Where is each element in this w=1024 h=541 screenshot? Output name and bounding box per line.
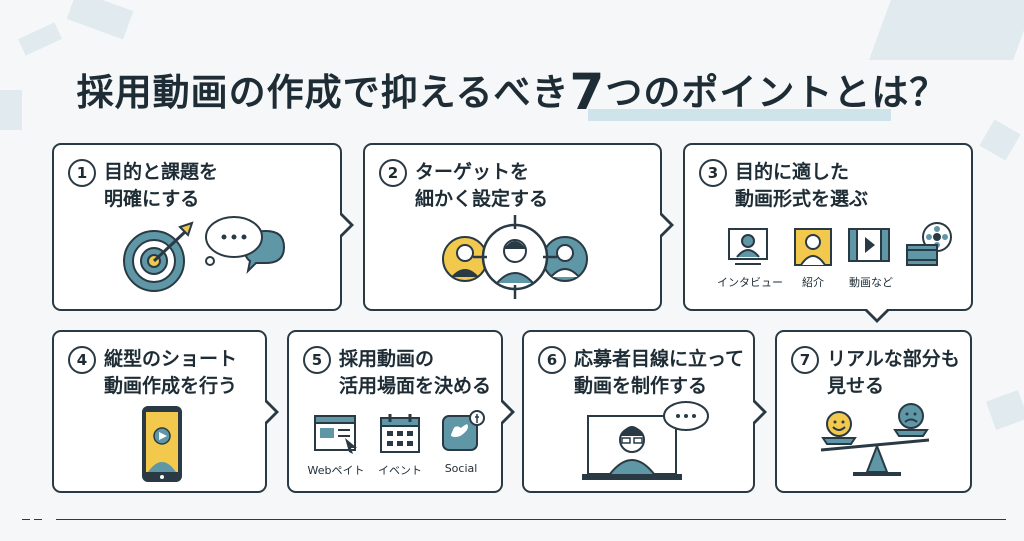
- decor-shape: [18, 22, 62, 56]
- social-icon: [442, 410, 485, 451]
- arrow-right: [660, 213, 674, 237]
- target-people-icon: [442, 215, 588, 299]
- point-number: 6: [538, 346, 566, 374]
- arrow-right: [501, 400, 515, 424]
- point-head: 4 縦型のショート 動画作成を行う: [68, 346, 237, 400]
- webpage-icon: [314, 415, 357, 454]
- point-card-1: 1 目的と課題を 明確にする: [52, 143, 342, 311]
- decor-shape: [985, 390, 1024, 430]
- decor-shape: [869, 0, 1024, 60]
- point-number: 1: [68, 159, 96, 187]
- calendar-icon: [380, 414, 420, 453]
- point-title: 目的に適した 動画形式を選ぶ: [735, 161, 869, 210]
- point-card-3: 3 目的に適した 動画形式を選ぶ インタビュー 紹介 動画など: [683, 143, 973, 311]
- arrow-right: [340, 213, 354, 237]
- title-wrap: 採用動画の作成で抑えるべき7つのポイントとは？: [0, 62, 1024, 121]
- point-card-4: 4 縦型のショート 動画作成を行う: [52, 330, 267, 493]
- decor-shape: [979, 119, 1021, 161]
- footer-line: [56, 519, 1006, 520]
- point-number: 5: [303, 346, 331, 374]
- point-head: 6 応募者目線に立って 動画を制作する: [538, 346, 744, 400]
- title-number: 7: [569, 63, 606, 121]
- video-player-icon: [848, 228, 890, 262]
- point-title: 目的と課題を 明確にする: [104, 161, 219, 210]
- format-label: 動画など: [849, 276, 893, 289]
- title-main: 採用動画の作成で抑えるべき: [76, 71, 570, 114]
- interview-icon: [728, 228, 768, 265]
- channel-label: Webペイト: [307, 464, 365, 477]
- decor-shape: [0, 90, 22, 130]
- point-card-7: 7 リアルな部分も 見せる: [775, 330, 972, 493]
- arrow-right: [753, 400, 767, 424]
- footer-dash: [22, 519, 30, 520]
- balance-scale-icon: [820, 403, 930, 476]
- point-title: ターゲットを 細かく設定する: [415, 161, 549, 210]
- target-icon: [123, 221, 194, 292]
- chat-bubbles-icon: [205, 216, 286, 275]
- format-label: 紹介: [802, 276, 824, 289]
- point-head: 2 ターゲットを 細かく設定する: [379, 159, 548, 213]
- point-title: 縦型のショート 動画作成を行う: [104, 348, 238, 397]
- point-card-6: 6 応募者目線に立って 動画を制作する: [522, 330, 755, 493]
- point-head: 7 リアルな部分も 見せる: [791, 346, 960, 400]
- footer-dash: [34, 519, 42, 520]
- point-title: リアルな部分も 見せる: [827, 348, 960, 397]
- format-label: インタビュー: [717, 276, 783, 289]
- point-head: 1 目的と課題を 明確にする: [68, 159, 218, 213]
- point-head: 5 採用動画の 活用場面を決める: [303, 346, 491, 400]
- channel-label: イベント: [378, 464, 422, 477]
- point-title: 採用動画の 活用場面を決める: [339, 348, 492, 397]
- title-rest: つのポイントとは？: [605, 71, 948, 114]
- viewer-monitor-icon: [582, 401, 709, 480]
- introduction-icon: [794, 228, 832, 266]
- point-head: 3 目的に適した 動画形式を選ぶ: [699, 159, 868, 213]
- point-number: 3: [699, 159, 727, 187]
- point-number: 2: [379, 159, 407, 187]
- arrow-down: [865, 309, 889, 323]
- point-card-5: 5 採用動画の 活用場面を決める Webペイト イベント Social: [287, 330, 503, 493]
- point-title: 応募者目線に立って 動画を制作する: [574, 348, 745, 397]
- point-number: 4: [68, 346, 96, 374]
- point-card-2: 2 ターゲットを 細かく設定する: [363, 143, 662, 311]
- arrow-right: [265, 400, 279, 424]
- film-reel-icon: [906, 222, 952, 266]
- point-number: 7: [791, 346, 819, 374]
- smartphone-icon: [142, 406, 182, 482]
- page-title: 採用動画の作成で抑えるべき7つのポイントとは？: [73, 62, 952, 121]
- decor-shape: [66, 0, 134, 40]
- channel-label: Social: [444, 462, 478, 475]
